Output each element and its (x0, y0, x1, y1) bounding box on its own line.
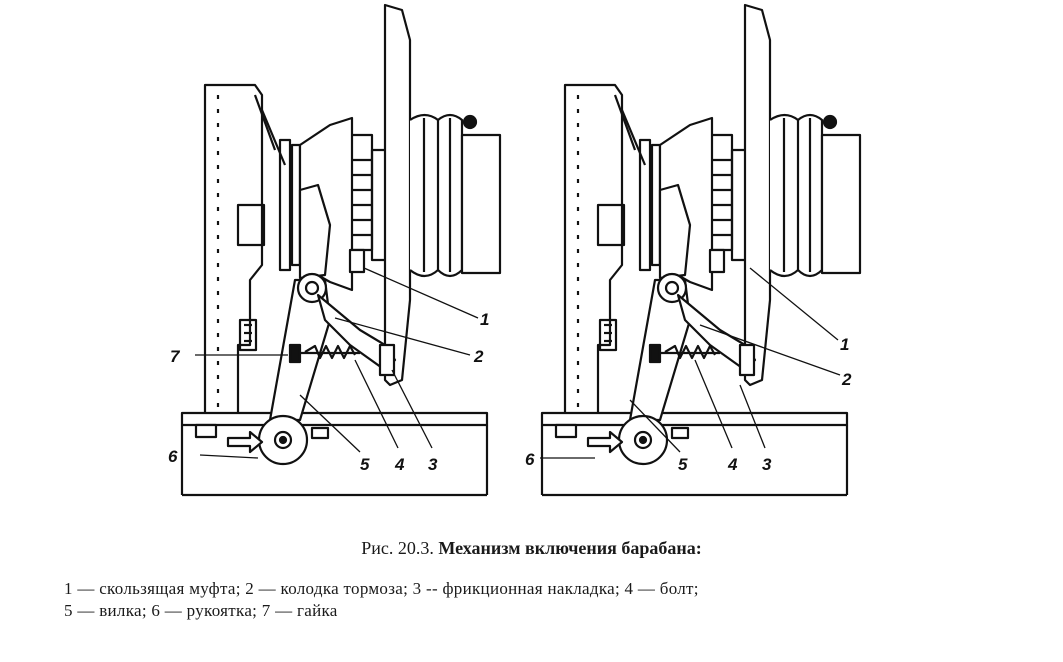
left-label-6: 6 (168, 447, 178, 466)
right-label-5: 5 (678, 455, 688, 474)
right-label-6: 6 (525, 450, 535, 469)
figure-number: Рис. 20.3. (361, 538, 434, 558)
right-label-2: 2 (841, 370, 852, 389)
left-label-3: 3 (428, 455, 438, 474)
right-label-4: 4 (727, 455, 738, 474)
legend-line-2: 5 — вилка; 6 — рукоятка; 7 — гайка (64, 601, 338, 620)
left-label-2: 2 (473, 347, 484, 366)
figure-legend: 1 — скользящая муфта; 2 — колодка тормоз… (64, 578, 1024, 622)
figure-caption: Рис. 20.3. Механизм включения барабана: (0, 538, 1063, 559)
mechanism-diagram: 1 2 3 4 5 6 7 1 2 3 4 5 6 (168, 3, 862, 497)
legend-line-1: 1 — скользящая муфта; 2 — колодка тормоз… (64, 579, 699, 598)
left-mechanism-drawing: 1 2 3 4 5 6 7 (168, 3, 502, 497)
figure-title: Механизм включения барабана: (438, 538, 702, 558)
right-label-3: 3 (762, 455, 772, 474)
right-mechanism-drawing: 1 2 3 4 5 6 (525, 3, 862, 497)
right-label-1: 1 (840, 335, 849, 354)
left-label-7: 7 (170, 347, 181, 366)
left-label-4: 4 (394, 455, 405, 474)
left-label-5: 5 (360, 455, 370, 474)
left-label-1: 1 (480, 310, 489, 329)
